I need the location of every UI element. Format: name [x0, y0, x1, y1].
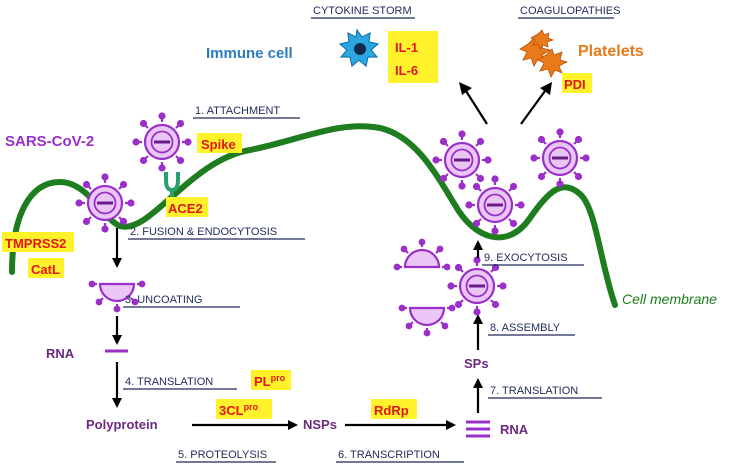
3clpro-highlight	[216, 399, 272, 419]
ace2-label: ACE2	[168, 201, 203, 216]
arrow-to-coagulopathies	[520, 90, 546, 125]
step-7-translation: 7. TRANSLATION	[490, 385, 578, 397]
rna-strands-right	[466, 420, 490, 438]
virus-particle-attaching	[130, 110, 194, 174]
3clpro-label: 3CLpro	[219, 402, 259, 418]
il1-label: IL-1	[395, 40, 418, 55]
released-virus-3	[528, 126, 592, 190]
assembling-virus-2	[397, 303, 457, 338]
released-virus-1	[430, 128, 494, 192]
sars-cov-2-label: SARS-CoV-2	[5, 133, 94, 150]
rna-label-right: RNA	[500, 422, 529, 437]
step-5-proteolysis: 5. PROTEOLYSIS	[178, 449, 267, 461]
cell-membrane-label: Cell membrane	[622, 291, 717, 307]
released-virus-2	[463, 173, 527, 237]
step-3-uncoating: 3. UNCOATING	[125, 294, 202, 306]
immune-cell-label: Immune cell	[206, 45, 293, 62]
pdi-highlight	[562, 73, 592, 93]
assembling-virus-1	[392, 237, 452, 272]
step-1-attachment: 1. ATTACHMENT	[195, 105, 280, 117]
step-6-transcription: 6. TRANSCRIPTION	[338, 449, 440, 461]
pdi-label: PDI	[564, 77, 586, 92]
cytokine-storm-heading: CYTOKINE STORM	[313, 5, 412, 17]
rdrp-highlight	[371, 399, 417, 419]
step-2-fusion-endocytosis: 2. FUSION & ENDOCYTOSIS	[130, 226, 277, 238]
tmprss2-label: TMPRSS2	[5, 236, 66, 251]
cytokines-highlight	[388, 31, 438, 83]
nsps-label: NSPs	[303, 417, 337, 432]
ace2-highlight	[166, 197, 208, 217]
sps-label: SPs	[464, 356, 489, 371]
virus-particle-fusing	[73, 171, 137, 235]
catl-highlight	[28, 258, 64, 278]
immune-cell-icon	[338, 28, 380, 68]
rdrp-label: RdRp	[374, 403, 409, 418]
step-4-translation: 4. TRANSLATION	[125, 376, 213, 388]
platelets-icon	[519, 29, 569, 78]
cell-membrane	[9, 123, 618, 308]
plpro-label: PLpro	[254, 373, 286, 389]
catl-label: CatL	[31, 262, 60, 277]
il6-label: IL-6	[395, 63, 418, 78]
plpro-highlight	[251, 370, 291, 390]
coagulopathies-heading: COAGULOPATHIES	[520, 5, 620, 17]
rna-label-left: RNA	[46, 346, 75, 361]
spike-highlight	[197, 133, 242, 153]
step-8-assembly: 8. ASSEMBLY	[490, 322, 561, 334]
polyprotein-label: Polyprotein	[86, 417, 158, 432]
platelets-label: Platelets	[578, 43, 644, 60]
arrow-to-cytokine-storm	[465, 90, 488, 125]
spike-label: Spike	[201, 137, 236, 152]
tmprss2-highlight	[2, 232, 74, 252]
step-9-exocytosis: 9. EXOCYTOSIS	[484, 252, 568, 264]
